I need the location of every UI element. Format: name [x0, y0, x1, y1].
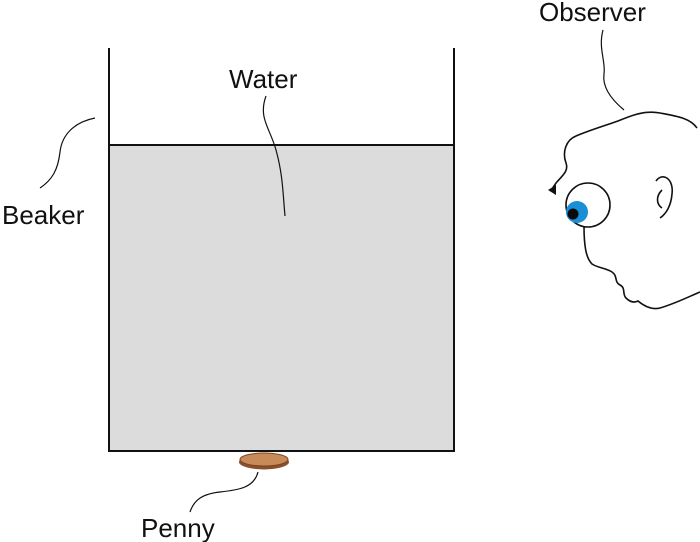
head-outline — [551, 111, 698, 190]
water-leader-line — [262, 95, 286, 217]
arrow-tip — [548, 185, 556, 195]
penny-icon — [239, 452, 289, 470]
cartoon-head-icon — [548, 111, 700, 310]
water-label: Water — [229, 64, 298, 94]
penny-label: Penny — [141, 513, 215, 542]
beaker-leader-line — [39, 117, 96, 189]
observer-label: Observer — [539, 0, 646, 27]
penny-leader-line — [189, 471, 259, 513]
observer-leader-line — [600, 29, 625, 111]
face-profile — [583, 225, 700, 310]
ear — [655, 176, 673, 219]
beaker-label: Beaker — [2, 200, 85, 230]
beaker-walls — [108, 48, 455, 452]
water-body — [108, 144, 455, 452]
pupil — [567, 208, 579, 220]
